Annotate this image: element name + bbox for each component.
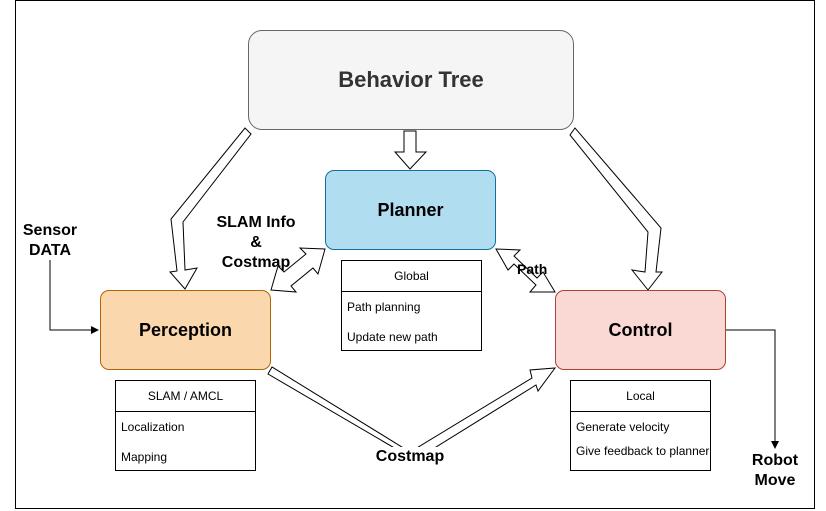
arrow-perception-to-control xyxy=(267,366,557,461)
slam-label-line: & xyxy=(250,234,262,251)
arrow-bt-to-control xyxy=(569,127,664,291)
costmap-label: Costmap xyxy=(370,447,450,467)
path-label: Path xyxy=(517,261,548,277)
slam-table-header: SLAM / AMCL xyxy=(116,381,255,412)
arrow-bt-to-planner xyxy=(393,130,428,170)
arrow-planner-control xyxy=(495,248,556,293)
arrow-sensor-to-perception xyxy=(49,260,99,334)
sensor-data-label: Sensor DATA xyxy=(18,221,82,261)
slam-table: SLAM / AMCL Localization Mapping xyxy=(115,380,256,471)
behavior-tree-node[interactable]: Behavior Tree xyxy=(248,30,574,130)
global-table-header: Global xyxy=(342,261,481,292)
slam-info-label: SLAM Info & Costmap xyxy=(210,213,302,273)
global-table-row: Path planning xyxy=(347,300,421,314)
slam-label-line: Costmap xyxy=(221,254,291,271)
local-table: Local Generate velocity Give feedback to… xyxy=(570,380,711,471)
sensor-label-line: Sensor xyxy=(22,222,78,239)
local-table-row: Generate velocity xyxy=(576,420,670,434)
slam-table-row: Mapping xyxy=(121,450,168,464)
perception-node[interactable]: Perception xyxy=(100,290,271,370)
slam-label-line: SLAM Info xyxy=(216,214,296,231)
robot-label-line: Robot xyxy=(751,452,799,469)
arrow-control-to-robot xyxy=(726,329,779,449)
arrow-perception-planner xyxy=(270,247,326,293)
diagram-frame xyxy=(15,0,815,509)
local-table-row: Give feedback to planner xyxy=(576,444,710,458)
global-table-row: Update new path xyxy=(347,330,438,344)
robot-move-label: Robot Move xyxy=(745,451,805,491)
sensor-label-line: DATA xyxy=(28,242,72,259)
global-table: Global Path planning Update new path xyxy=(341,260,482,351)
local-table-header: Local xyxy=(571,381,710,412)
control-node[interactable]: Control xyxy=(555,290,726,370)
arrow-bt-to-perception xyxy=(169,127,252,290)
planner-node[interactable]: Planner xyxy=(325,170,496,250)
slam-table-row: Localization xyxy=(121,420,185,434)
robot-label-line: Move xyxy=(754,472,796,489)
